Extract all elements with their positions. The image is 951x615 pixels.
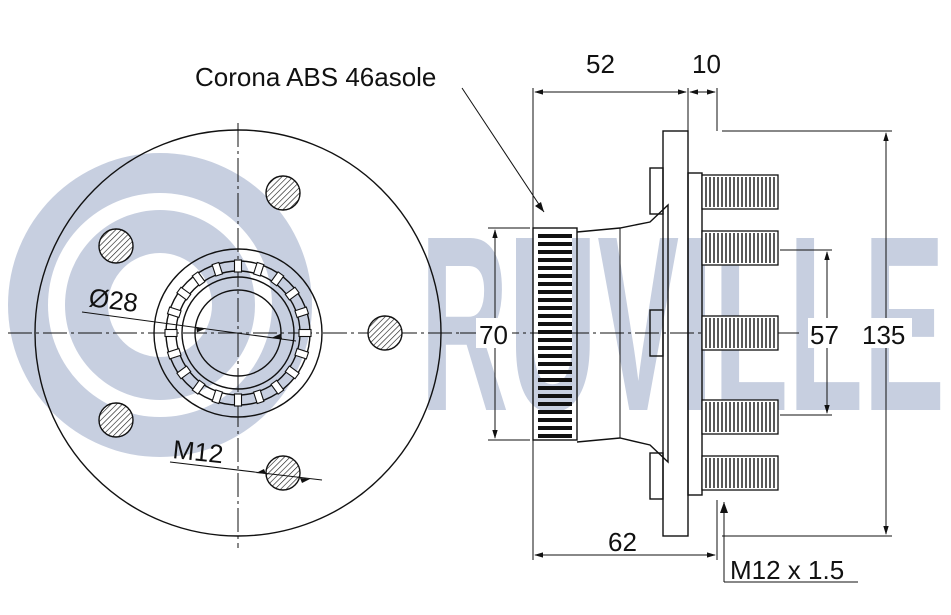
bearing-roller — [284, 365, 300, 380]
dim-10-label: 10 — [692, 49, 721, 79]
abs-tooth — [538, 338, 572, 342]
bearing-roller — [298, 328, 312, 338]
abs-tooth — [538, 370, 572, 374]
bearing-roller — [294, 347, 310, 360]
bolt-head — [649, 309, 664, 357]
bolt-thread-leader-front — [169, 461, 323, 481]
flange-outline — [34, 129, 442, 537]
abs-ring-label: Corona ABS 46asole — [195, 62, 436, 92]
bearing-inner-ring — [181, 276, 295, 390]
abs-tooth — [538, 378, 572, 382]
abs-tooth — [538, 394, 572, 398]
bore-arrow — [272, 333, 282, 339]
bolt-head — [649, 167, 664, 215]
bolt-thread-arrow — [720, 502, 728, 513]
abs-tone-ring — [532, 227, 578, 441]
bore-diameter-label: Ø28 — [87, 282, 139, 318]
abs-tooth — [538, 314, 572, 318]
bearing-roller — [252, 261, 265, 277]
abs-tooth — [538, 418, 572, 422]
bearing-rollers — [164, 259, 312, 407]
side-view: 52 10 70 57 135 62 M12 x 1.5 — [195, 49, 912, 585]
bearing-roller — [211, 389, 224, 405]
wheel-bolt — [265, 175, 301, 211]
dim-135-label: 135 — [862, 320, 905, 350]
bolt-thread-label-side: M12 x 1.5 — [730, 555, 844, 585]
dim-135-label-bg — [860, 318, 912, 348]
abs-tooth — [538, 346, 572, 350]
abs-tooth — [538, 434, 572, 438]
abs-tooth — [538, 402, 572, 406]
bearing-roller — [233, 393, 243, 407]
abs-tooth — [538, 306, 572, 310]
bearing-roller — [191, 379, 206, 395]
dim-57-label-bg — [808, 318, 846, 348]
bearing-roller — [176, 365, 192, 380]
bearing-roller — [191, 271, 206, 287]
bearing-outer-ring — [153, 248, 323, 418]
wheel-bolt — [265, 455, 301, 491]
bore-diameter-leader — [81, 311, 297, 342]
abs-ring-leader — [461, 87, 545, 213]
dim-57-label: 57 — [810, 320, 839, 350]
bearing-roller — [166, 347, 182, 360]
abs-tooth — [538, 354, 572, 358]
bearing-roller — [284, 286, 300, 301]
wheel-bolt — [98, 402, 134, 438]
dim-70-label-bg — [476, 318, 512, 348]
wheel-bolt — [367, 315, 403, 351]
dim-70-label: 70 — [479, 320, 508, 350]
hub-bore — [194, 289, 282, 377]
abs-ring-teeth — [538, 234, 572, 438]
abs-tooth — [538, 322, 572, 326]
bore-arrow — [196, 327, 206, 333]
bearing-roller — [211, 261, 224, 277]
bearing-roller — [294, 306, 310, 319]
bearing-roller — [233, 259, 243, 273]
abs-tooth — [538, 330, 572, 334]
bolt-thread-label-front: M12 — [171, 434, 224, 469]
abs-tooth — [538, 282, 572, 286]
bolt-head — [649, 452, 664, 500]
abs-tooth — [538, 274, 572, 278]
dim-62-label: 62 — [608, 527, 637, 557]
bolt-arrow — [300, 478, 310, 483]
abs-tooth — [538, 258, 572, 262]
wheel-bolt — [98, 228, 134, 264]
ruville-watermark: RUVILLE — [8, 153, 945, 463]
abs-tooth — [538, 242, 572, 246]
hub-body — [576, 203, 669, 464]
bolt-arrow — [256, 469, 266, 474]
bearing-roller — [176, 286, 192, 301]
abs-tooth — [538, 426, 572, 430]
abs-tooth — [538, 410, 572, 414]
abs-tooth — [538, 386, 572, 390]
abs-ring-arrow — [535, 202, 544, 212]
abs-tooth — [538, 362, 572, 366]
abs-tooth — [538, 250, 572, 254]
bearing-roller — [270, 379, 285, 395]
bearing-roller — [252, 389, 265, 405]
wheel-bolts-front — [98, 175, 403, 491]
abs-tooth — [538, 290, 572, 294]
abs-tooth — [538, 234, 572, 238]
abs-tooth — [538, 266, 572, 270]
dim-52-label: 52 — [586, 49, 615, 79]
abs-tooth — [538, 298, 572, 302]
front-view: Ø28 M12 — [8, 123, 460, 548]
bearing-roller — [166, 306, 182, 319]
bearing-roller — [164, 328, 178, 338]
bearing-roller — [270, 271, 285, 287]
wheel-bolts-side — [701, 174, 779, 491]
